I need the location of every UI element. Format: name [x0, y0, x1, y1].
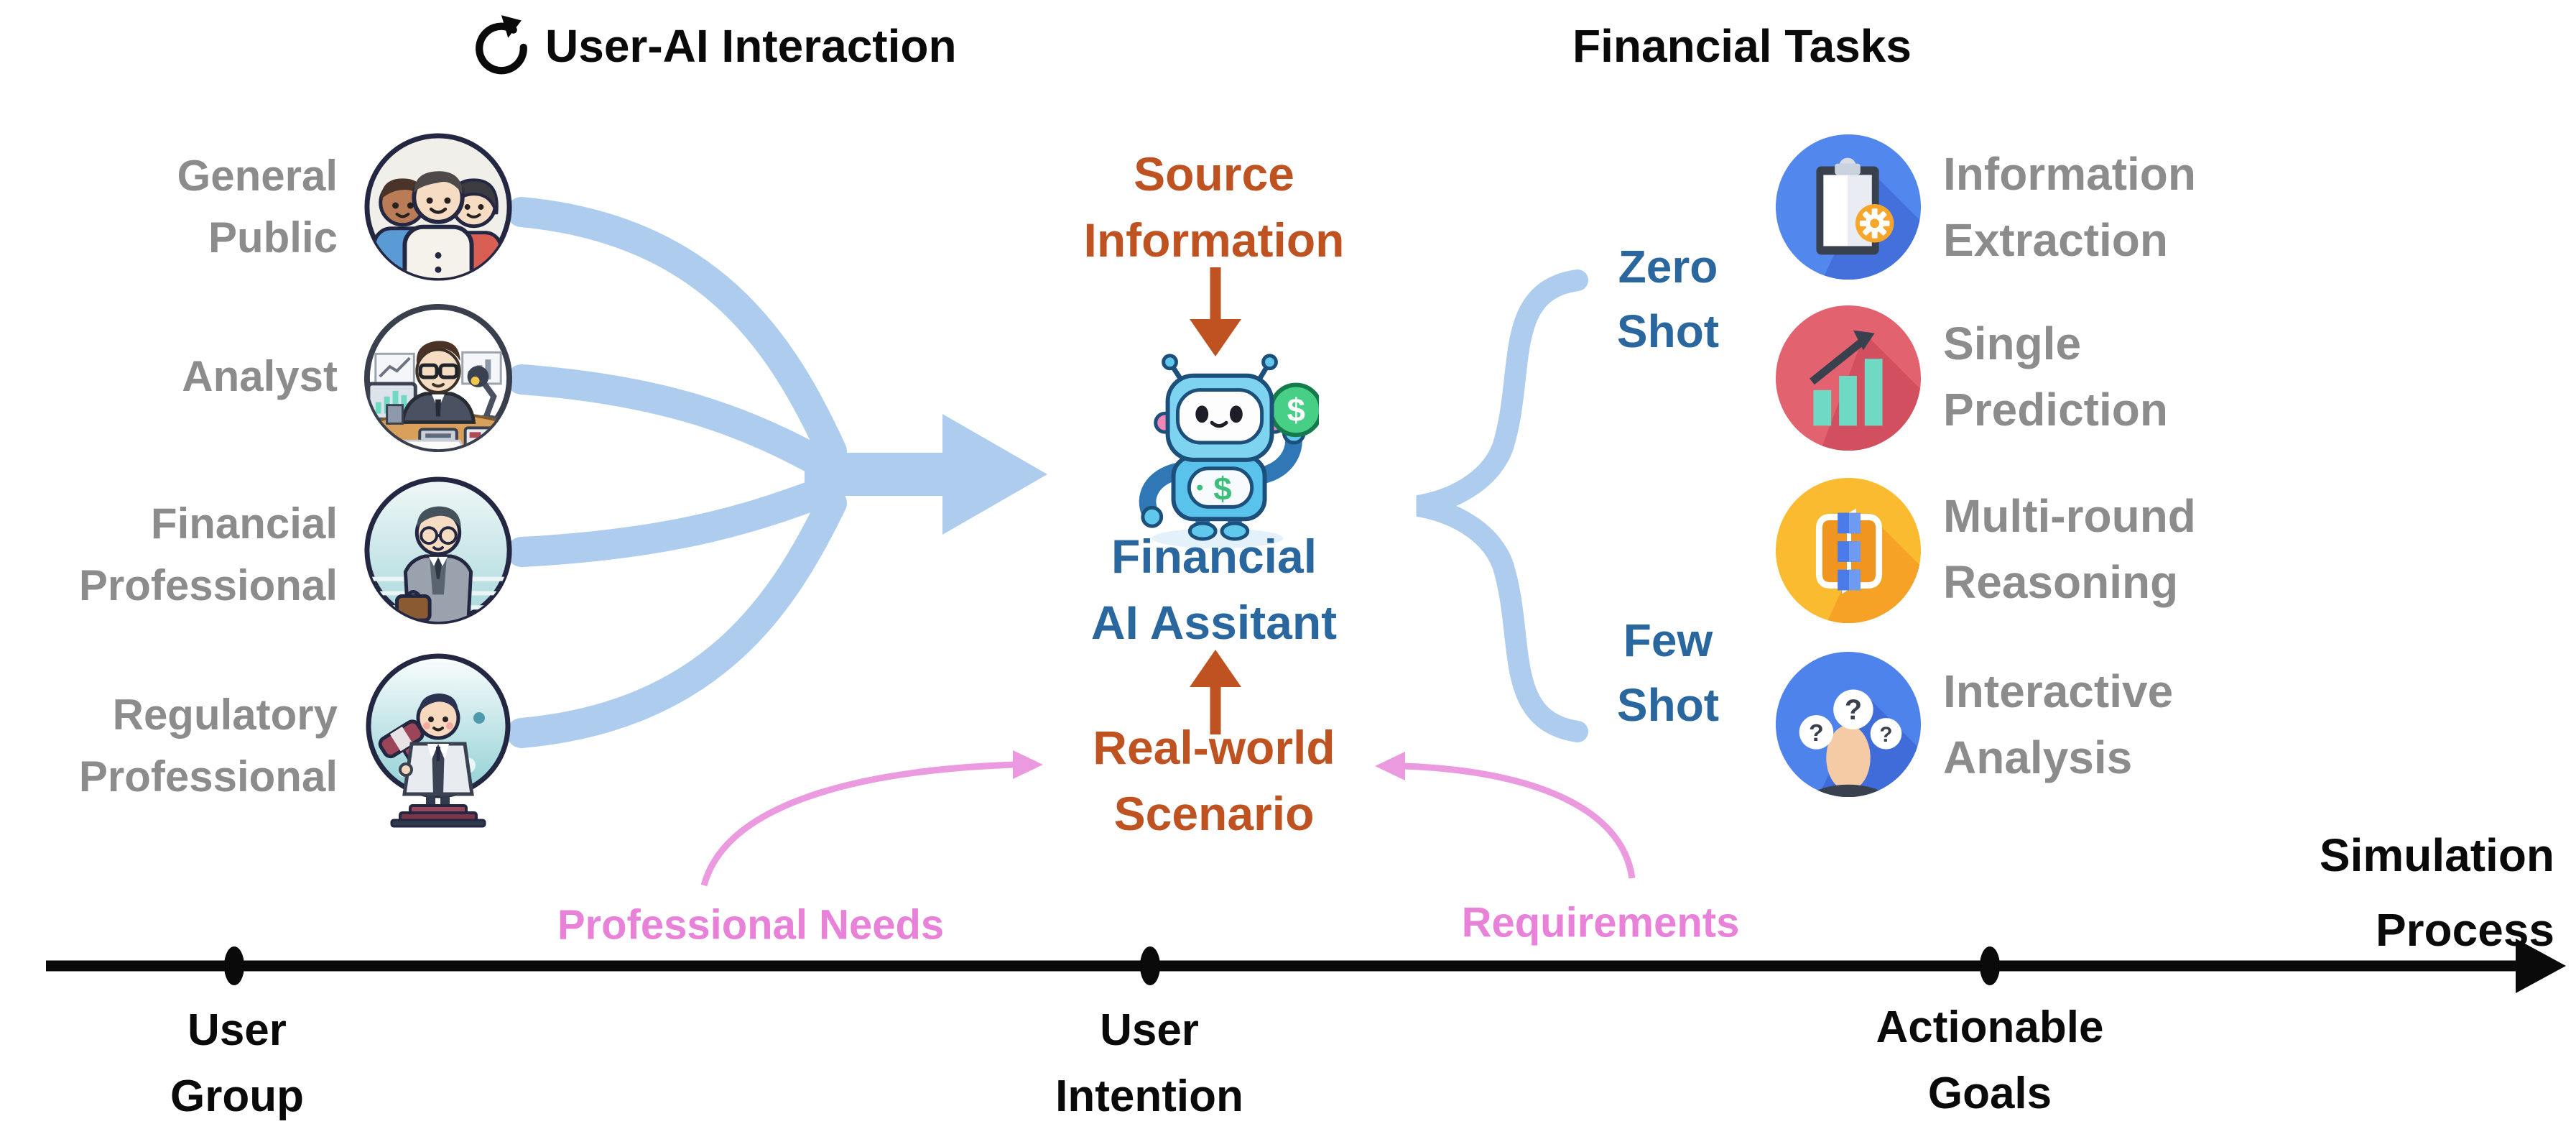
svg-text:?: ?	[1879, 723, 1892, 747]
user-flow-curves	[506, 197, 847, 748]
cycle-icon	[476, 15, 527, 75]
label-single-prediction: Single Prediction	[1943, 318, 2168, 436]
simulation-process-label: Simulation Process	[2319, 829, 2554, 956]
analyst-avatar	[363, 303, 513, 453]
financial-tasks-title: Financial Tasks	[1572, 20, 1912, 72]
financial-ai-robot-icon: $ $	[1139, 354, 1319, 548]
general-public-avatar	[364, 133, 512, 281]
timeline-dot-user-intention	[1140, 946, 1160, 985]
bar-chart-trend-icon	[1775, 305, 1922, 451]
real-world-scenario-label: Real-world Scenario	[1093, 721, 1335, 840]
question-head-icon: ? ? ?	[1775, 651, 1922, 798]
svg-text:$: $	[1287, 392, 1305, 428]
svg-text:?: ?	[1809, 720, 1824, 747]
requirements-label: Requirements	[1461, 899, 1740, 946]
milestone-user-intention: User Intention	[1055, 1005, 1243, 1121]
clipboard-gear-icon	[1775, 134, 1922, 280]
financial-ai-assistant-label: Financial AI Assitant	[1090, 530, 1338, 649]
timeline-dot-user-group	[224, 946, 244, 985]
label-analyst: Analyst	[182, 352, 338, 400]
milestone-user-group: User Group	[170, 1005, 304, 1121]
brace-icon	[1416, 269, 1588, 742]
milestone-actionable-goals: Actionable Goals	[1876, 1003, 2104, 1118]
source-down-arrow-icon	[1190, 267, 1241, 356]
flow-loop-icon	[1775, 477, 1922, 624]
zero-shot-label: Zero Shot	[1616, 241, 1720, 357]
interaction-title: User-AI Interaction	[545, 20, 957, 72]
dollar-coin-icon: $	[1269, 382, 1319, 438]
source-information-label: Source Information	[1083, 147, 1345, 267]
label-regulatory-professional: Regulatory Professional	[78, 691, 338, 801]
header-user-ai-interaction: User-AI Interaction	[471, 13, 957, 79]
svg-text:$: $	[1213, 470, 1231, 507]
financial-professional-avatar	[364, 476, 512, 625]
regulatory-professional-avatar	[366, 653, 511, 828]
label-multi-round-reasoning: Multi-round Reasoning	[1943, 490, 2196, 608]
timeline-axis	[46, 939, 2566, 993]
svg-text:?: ?	[1845, 694, 1862, 726]
few-shot-label: Few Shot	[1616, 614, 1720, 731]
professional-needs-arrow-icon	[700, 750, 1043, 887]
requirements-arrow-icon	[1375, 752, 1636, 879]
timeline-arrowhead-icon	[2516, 939, 2566, 993]
professional-needs-label: Professional Needs	[557, 901, 945, 949]
label-financial-professional: Financial Professional	[78, 499, 338, 609]
timeline-dot-actionable-goals	[1980, 946, 2000, 985]
label-information-extraction: Information Extraction	[1943, 148, 2196, 266]
scenario-up-arrow-icon	[1190, 650, 1241, 734]
merge-arrowhead-icon	[942, 414, 1047, 535]
label-general-public: General Public	[177, 152, 338, 262]
label-interactive-analysis: Interactive Analysis	[1943, 665, 2174, 783]
